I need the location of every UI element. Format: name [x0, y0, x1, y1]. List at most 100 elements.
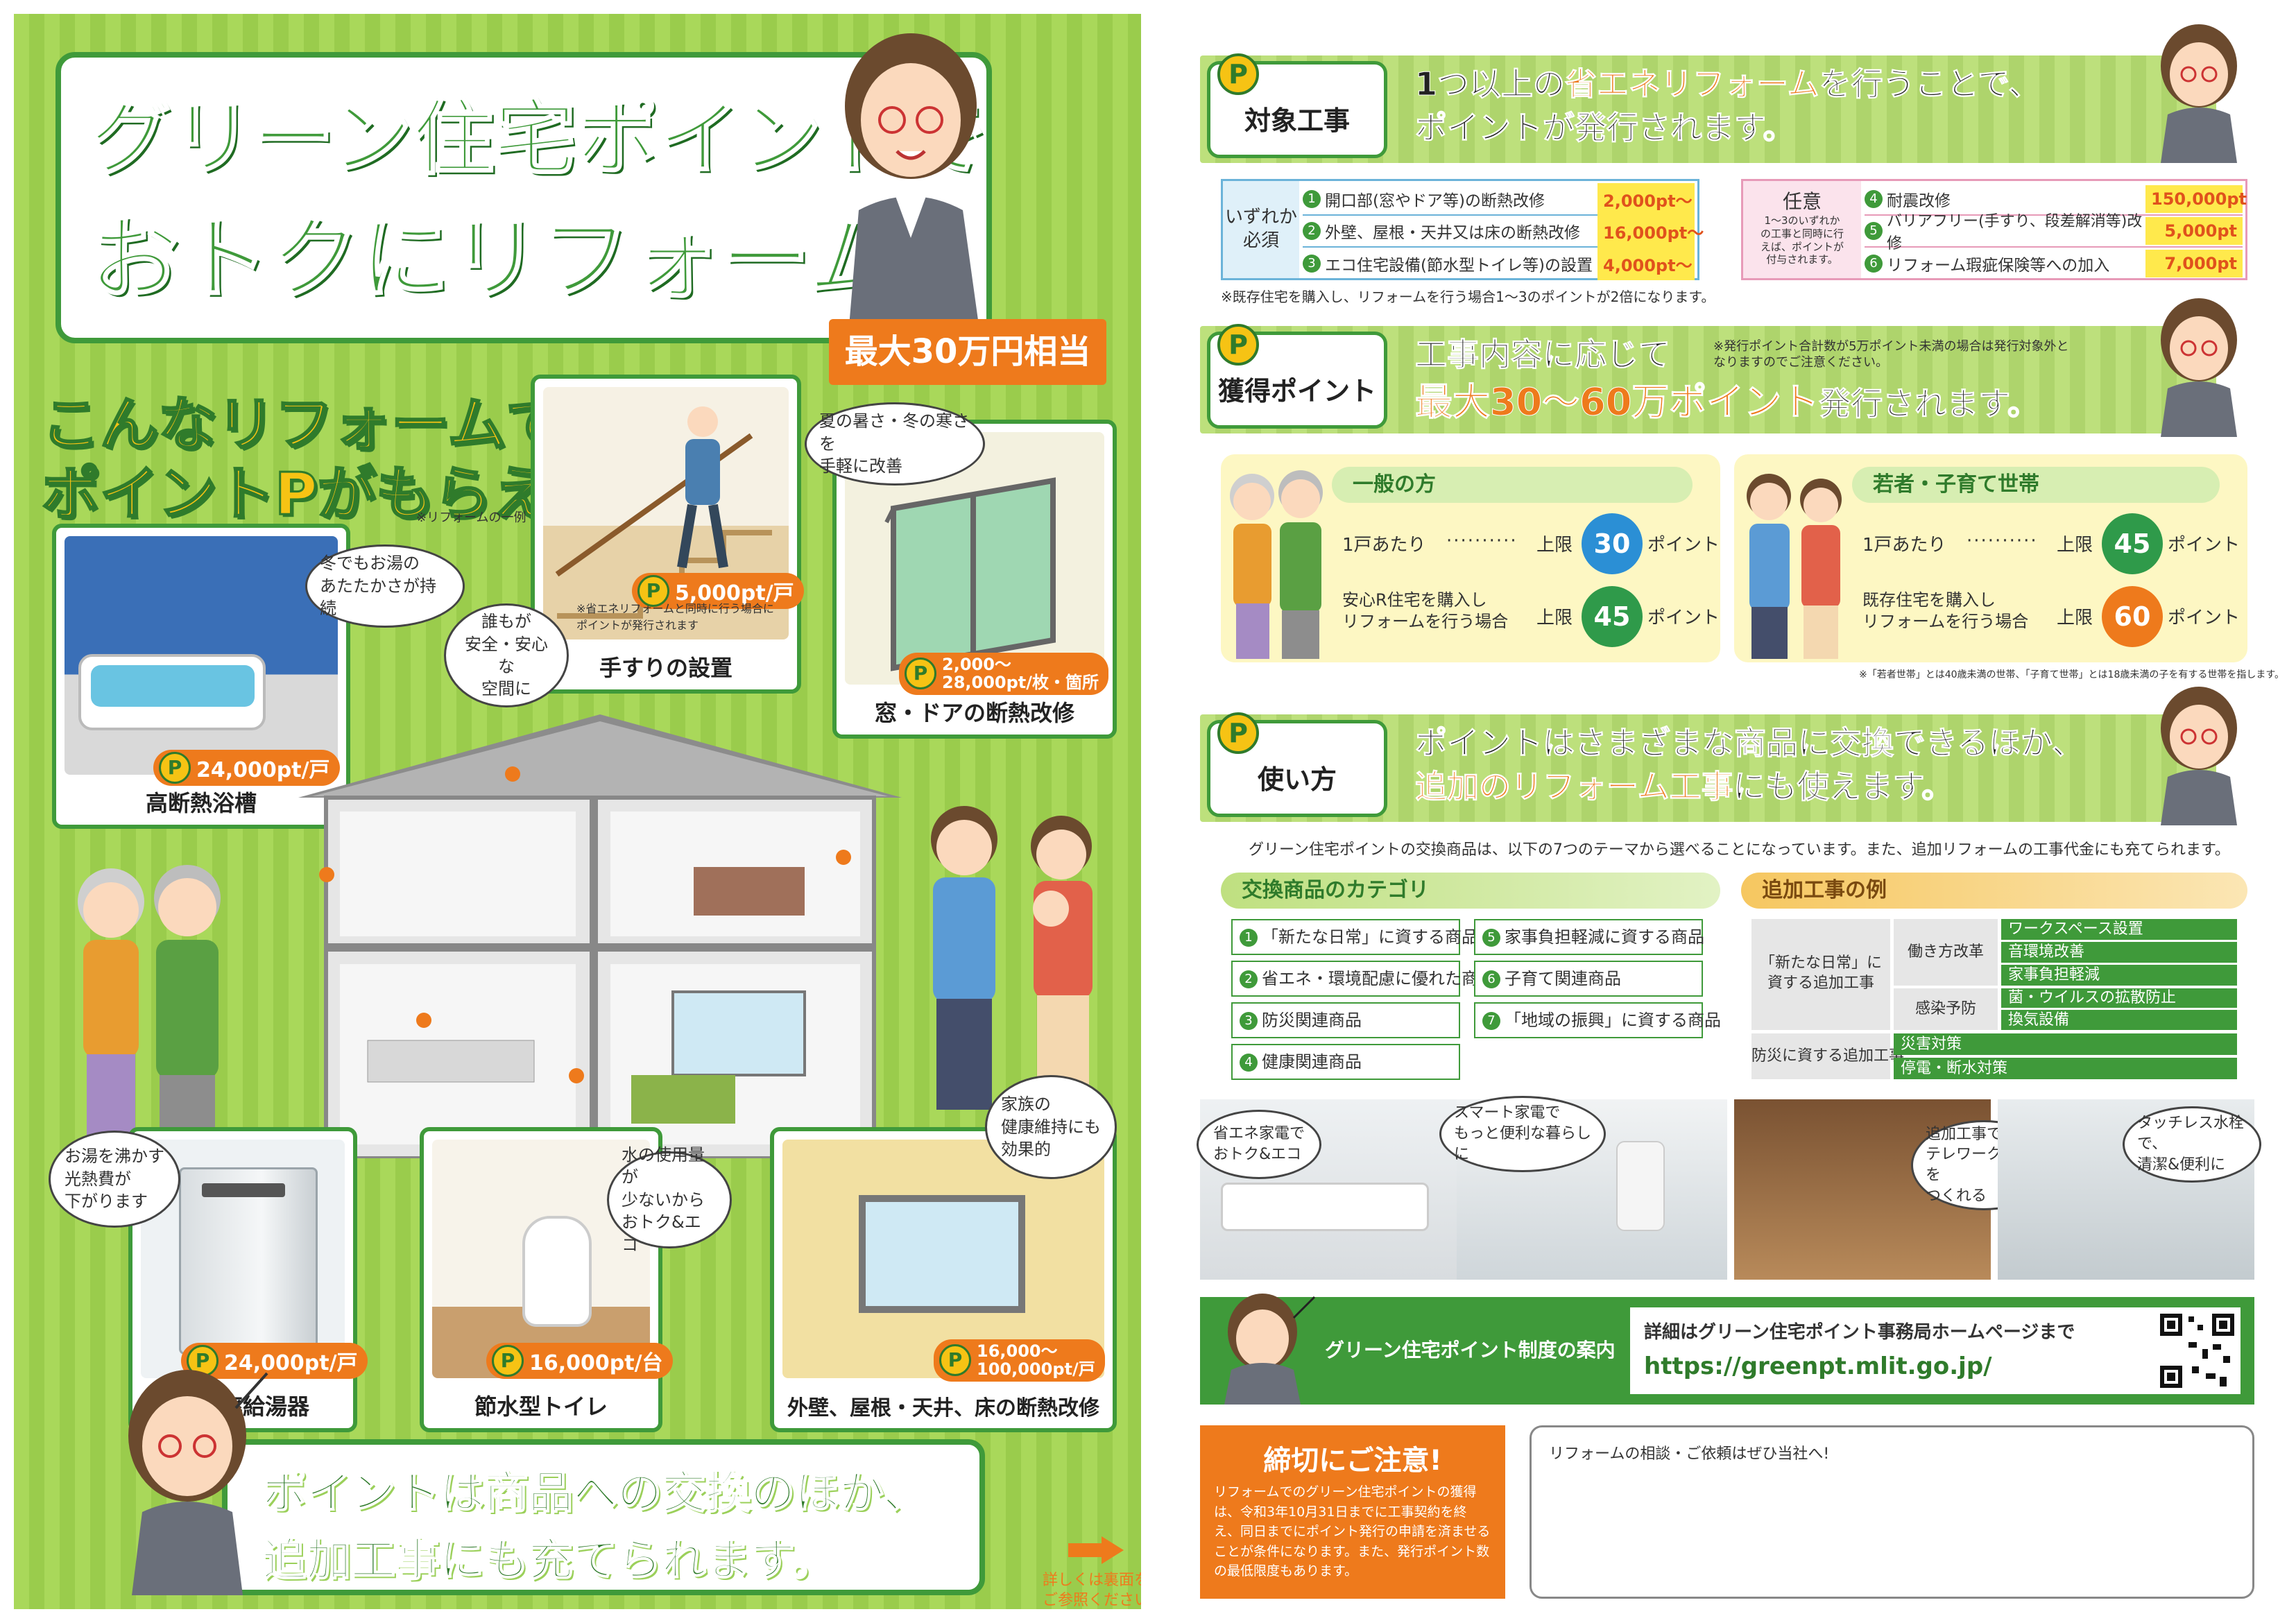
toilet-points: 16,000pt/台 [486, 1343, 673, 1379]
guide-label: グリーン住宅ポイント制度の案内 [1325, 1339, 1616, 1362]
general-limit2: 上限 [1536, 608, 1573, 628]
teacher-icon [1224, 1294, 1316, 1405]
toilet-label: 節水型トイレ [474, 1393, 608, 1420]
sec1-headline1-c: を行うことで、 [1819, 65, 2041, 103]
elderly-couple-icon [1230, 470, 1323, 659]
guide-detail: 詳細はグリーン住宅ポイント事務局ホームページまで [1644, 1322, 2075, 1343]
sec2-tag-label: 獲得ポイント [1217, 376, 1376, 406]
bath-points: 24,000pt/戸 [153, 750, 340, 786]
add-title: 追加工事の例 [1741, 873, 2247, 909]
add-item: ワークスペース設置 [2001, 919, 2237, 940]
deadline-box: 締切にご注意! リフォームでのグリーン住宅ポイントの獲得は、令和3年10月31日… [1200, 1425, 1505, 1599]
handrail-note: ※省エネリフォームと同時に行う場合に ポイントが発行されます [576, 602, 774, 632]
category-text: 「新たな日常」に資する商品 [1262, 927, 1478, 947]
sec2-headline1: 工事内容に応じて [1415, 336, 1671, 374]
category-item: 7「地域の振興」に資する商品 [1474, 1002, 1721, 1038]
cat-title: 交換商品のカテゴリ [1221, 873, 1720, 909]
contact-box: リフォームの相談・ご依頼はぜひ当社へ! [1530, 1425, 2254, 1599]
num-badge: 3 [1303, 255, 1321, 273]
add-item: 菌・ウイルスの拡散防止 [2001, 988, 2237, 1008]
sec1-headline2: ポイントが発行されます。 [1414, 109, 1795, 147]
required-text: 外壁、屋根・天井又は床の断熱改修 [1325, 224, 1580, 242]
sec1-headline1-b: 省エネリフォーム [1565, 65, 1820, 103]
contact-text: リフォームの相談・ご依頼はぜひ当社へ! [1549, 1445, 1830, 1463]
sec3-intro: グリーン住宅ポイントの交換商品は、以下の7つのテーマから選べることになっています… [1249, 841, 2230, 859]
max-ribbon: 最大30万円相当 [829, 319, 1106, 385]
general-title: 一般の方 [1332, 467, 1693, 503]
general-limit1: 上限 [1536, 535, 1573, 556]
water-heater-photo [141, 1140, 345, 1378]
marker-dot [505, 766, 520, 782]
qr-code-icon [2157, 1311, 2237, 1391]
required-pt: 4,000pt〜 [1597, 247, 1695, 280]
subtitle-line1: こんなリフォームで [40, 390, 565, 460]
guide-woman-icon [2161, 24, 2237, 163]
elderly-couple-illustration [78, 865, 221, 1179]
bath-label: 高断熱浴槽 [145, 790, 257, 816]
category-item: 1「新たな日常」に資する商品 [1231, 919, 1478, 955]
window-illustration [884, 477, 1056, 671]
young-v1: 45万 [2102, 513, 2163, 620]
bottom-message-box: ポイントは商品への交換のほか、 追加工事にも充てられます。 [222, 1439, 985, 1595]
optional-note: 1〜3のいずれか の工事と同時に行 えば、ポイントが 付与されます。 [1760, 214, 1844, 266]
optional-label-box: 任意 1〜3のいずれか の工事と同時に行 えば、ポイントが 付与されます。 [1743, 181, 1861, 278]
optional-pt: 150,000pt [2145, 185, 2247, 213]
speaker-shape [1616, 1141, 1665, 1231]
sec3-tag-label: 使い方 [1257, 764, 1337, 795]
young-point1: ポイント [2168, 535, 2241, 556]
num-badge: 4 [1240, 1054, 1258, 1072]
num-badge: 6 [1865, 255, 1883, 273]
window-label: 窓・ドアの断熱改修 [874, 700, 1074, 726]
category-text: 健康関連商品 [1262, 1052, 1362, 1072]
num-badge: 5 [1865, 222, 1883, 240]
guide-info-box: 詳細はグリーン住宅ポイント事務局ホームページまで https://greenpt… [1630, 1307, 2241, 1394]
woman-illustration [845, 33, 980, 335]
optional-text: 耐震改修 [1887, 192, 1951, 210]
insulation-photo [782, 1140, 1104, 1378]
add-table: 「新たな日常」に 資する追加工事 働き方改革 ワークスペース設置 音環境改善 家… [1751, 919, 2237, 1085]
general-box: 一般の方 1戸あたり ·········· 上限 30万 ポイント 安心R住宅を… [1221, 454, 1720, 693]
marker-dot [319, 867, 334, 882]
category-text: 家事負担軽減に資する商品 [1505, 927, 1704, 947]
general-per-house: 1戸あたり [1342, 535, 1426, 556]
sec2-footnote: ※「若者世帯」とは40歳未満の世帯、「子育て世帯」とは18歳未満の子を有する世帯… [1859, 669, 2284, 680]
see-back-note: 詳しくは裏面を ご参照ください [1042, 1572, 1141, 1609]
bottom-line1: ポイントは商品への交換のほか、 [262, 1467, 928, 1520]
guide-url-link[interactable]: https://greenpt.mlit.go.jp/ [1644, 1352, 1992, 1380]
general-point2: ポイント [1647, 608, 1720, 628]
add-item: 停電・断水対策 [1894, 1058, 2237, 1079]
photo-bubble-2: スマート家電で もっと便利な暮らしに [1439, 1096, 1606, 1172]
add-item: 音環境改善 [2001, 942, 2237, 963]
card-handrail: 5,000pt/戸 ※省エネリフォームと同時に行う場合に ポイントが発行されます… [531, 375, 804, 694]
deadline-title: 締切にご注意! [1263, 1445, 1442, 1477]
arrow-right-icon [1068, 1536, 1124, 1564]
sec2-headline2-a: 最大30〜60万ポイント [1414, 380, 1819, 424]
optional-text: バリアフリー(手すり、段差解消等)改修 [1887, 213, 2143, 252]
required-text: 開口部(窓やドア等)の断熱改修 [1325, 192, 1545, 210]
required-pt: 16,000pt〜 [1597, 214, 1704, 248]
sec3-headline2-a: 追加のリフォーム工事 [1415, 768, 1734, 806]
photo-bubble-4: タッチレス水栓で、 清潔&便利に [2123, 1106, 2261, 1183]
sec3-headline1: ポイントはさまざまな商品に交換できるほか、 [1414, 724, 2084, 762]
category-text: 省エネ・環境配慮に優れた商品 [1262, 969, 1495, 988]
add-group2: 防災に資する追加工事 [1751, 1033, 1904, 1079]
sec3-headline2-b: にも使えます。 [1733, 768, 1954, 806]
bath-bubble: 冬でもお湯の あたたかさが持続 [305, 544, 465, 628]
sec1-tag-label: 対象工事 [1244, 105, 1350, 136]
marker-dot [836, 850, 851, 865]
card-insulation: 16,000〜 100,000pt/戸 外壁、屋根・天井、床の断熱改修 [770, 1127, 1117, 1432]
handrail-bubble: 誰もが 安全・安心な 空間に [444, 603, 569, 707]
water-heater-bubble: お湯を沸かす 光熱費が 下がります [49, 1131, 180, 1228]
sec3-headline2: 追加のリフォーム工事にも使えます。 [1415, 766, 1954, 808]
aircon-shape [1221, 1183, 1429, 1231]
num-badge: 3 [1240, 1012, 1258, 1030]
